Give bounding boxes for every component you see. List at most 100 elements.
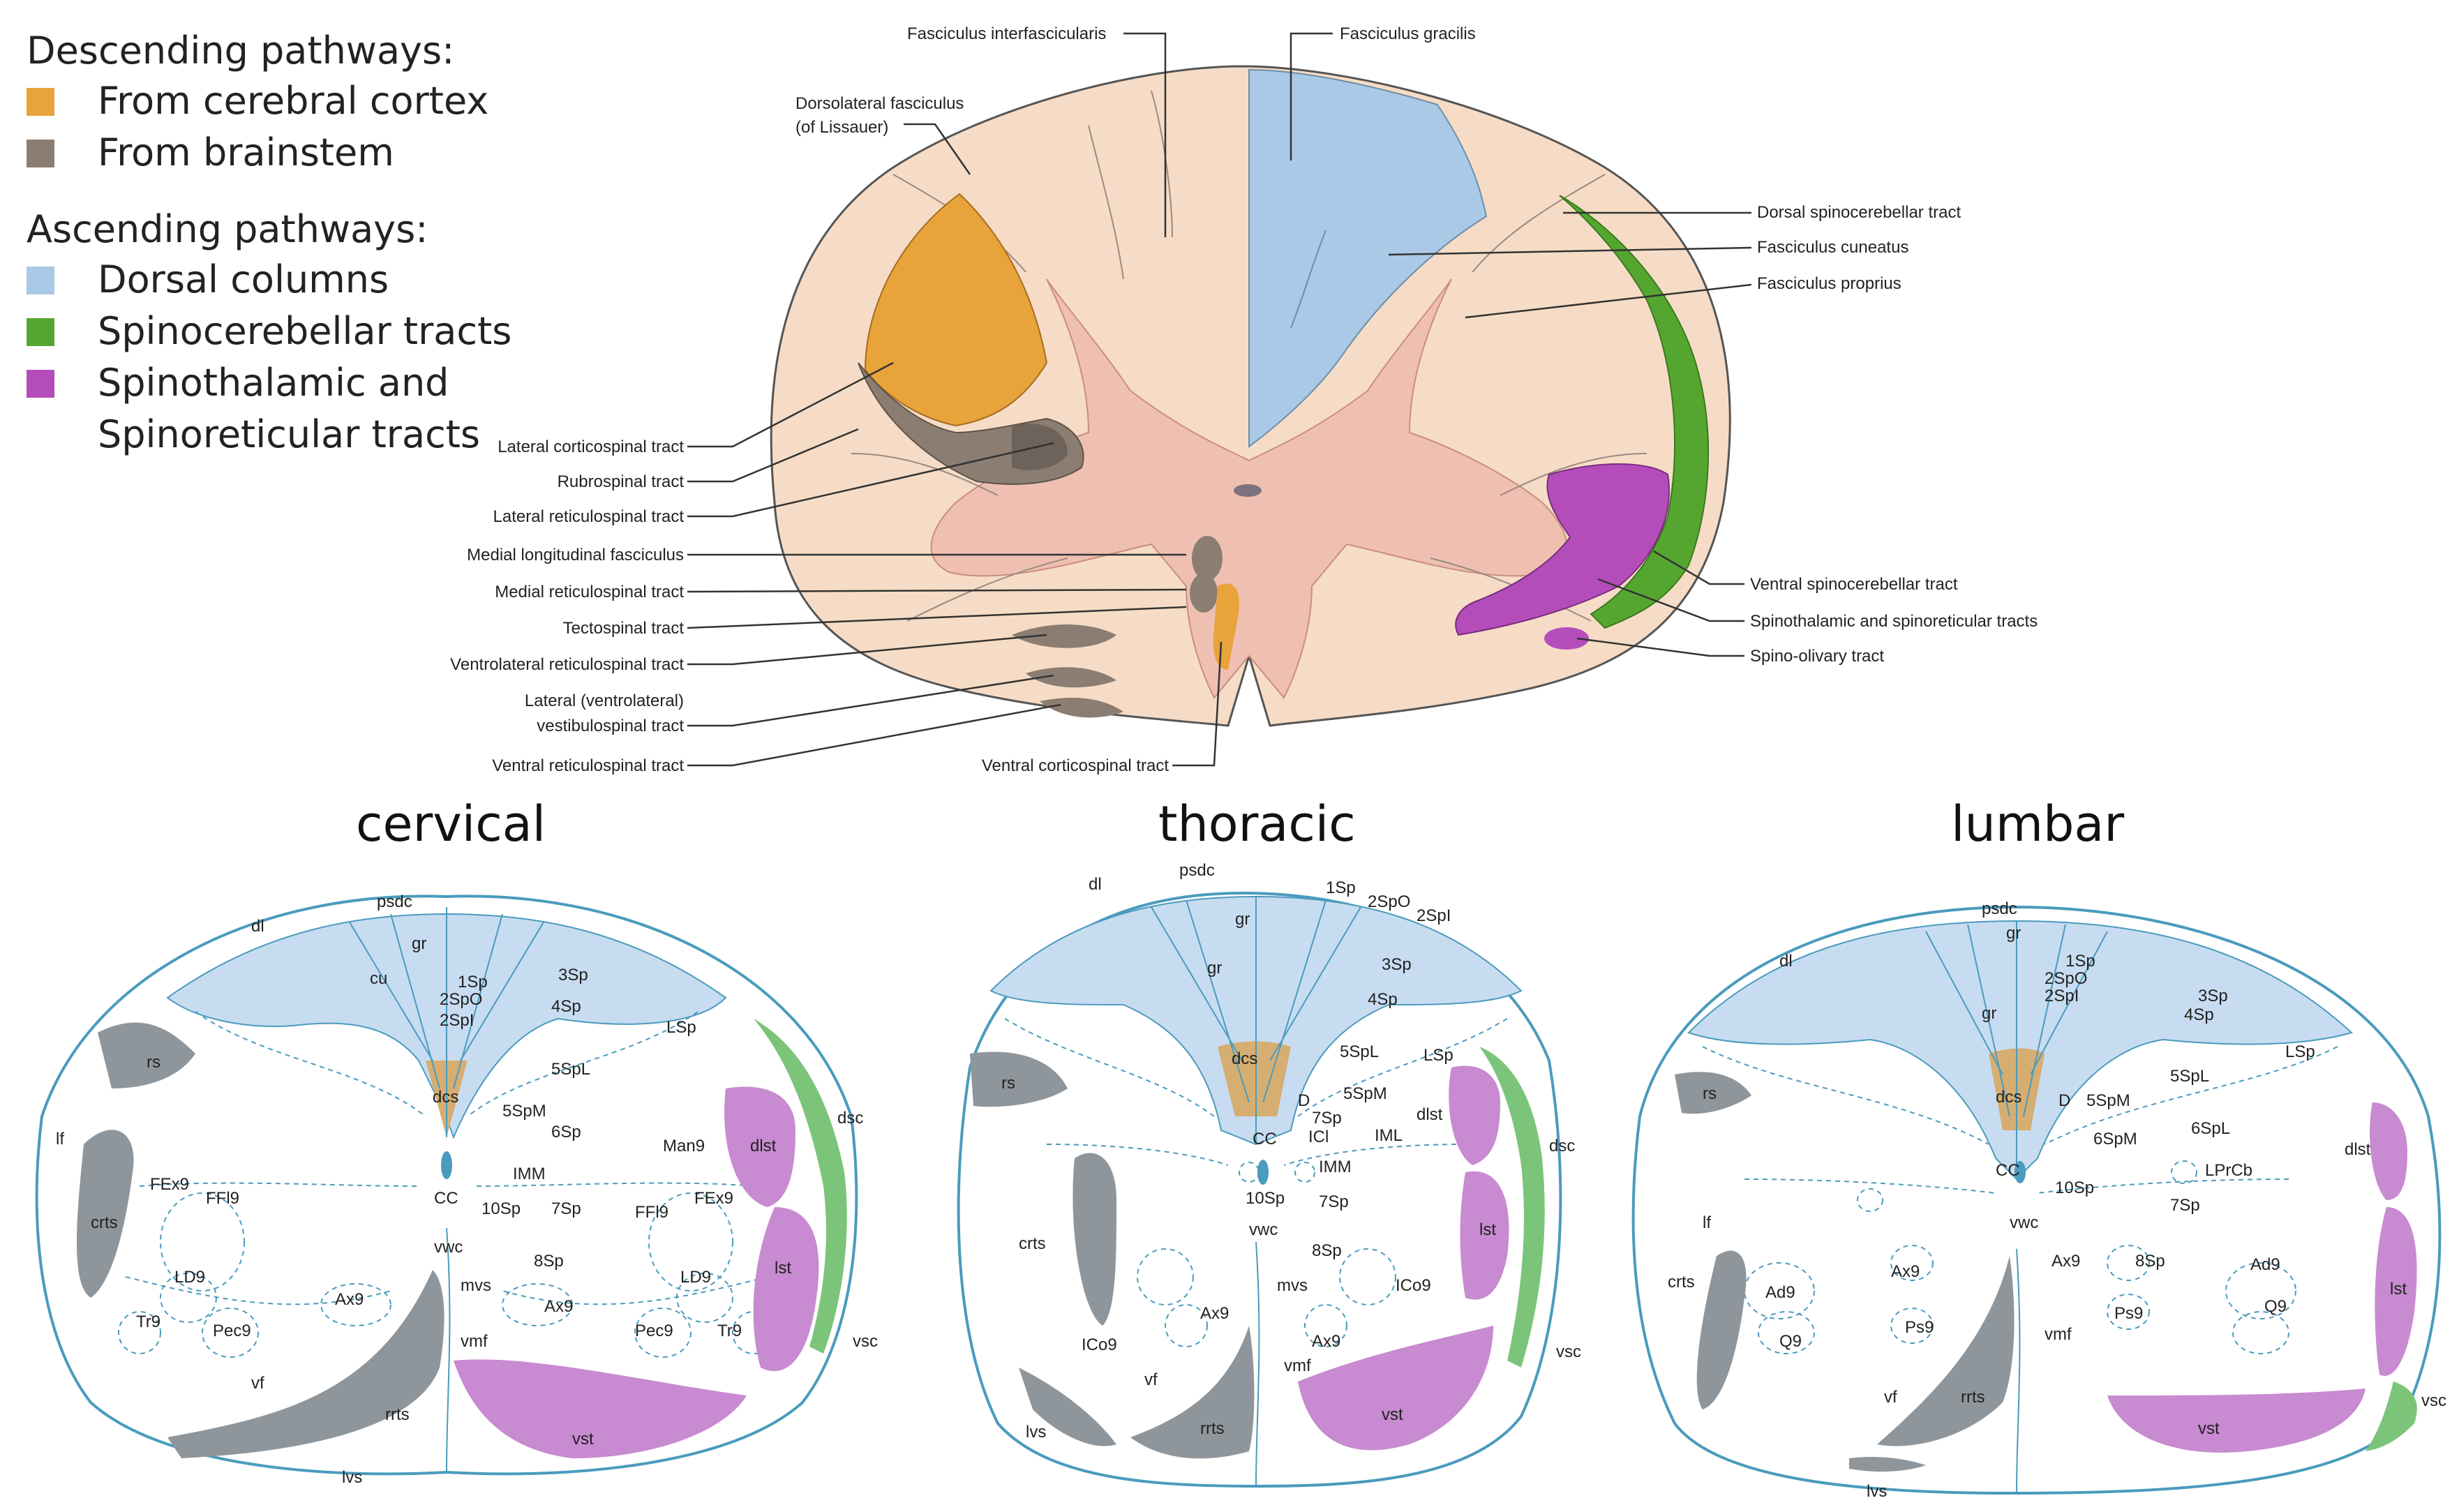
lumbar-label-2SpI: 2SpI bbox=[2045, 987, 2079, 1005]
cervical-label-LSp: LSp bbox=[666, 1018, 696, 1037]
cervical-label-vwc: vwc bbox=[434, 1238, 463, 1257]
cervical-label-10Sp: 10Sp bbox=[481, 1199, 521, 1218]
cervical-label-2SpI: 2SpI bbox=[440, 1011, 474, 1030]
cervical-label-cu: cu bbox=[370, 969, 387, 988]
lumbar-label-D: D bbox=[2058, 1091, 2070, 1110]
lumbar-label-Ps9-r: Ps9 bbox=[2114, 1304, 2143, 1323]
cervical-label-LD9-l: LD9 bbox=[174, 1268, 205, 1287]
lumbar-label-vwc: vwc bbox=[2010, 1213, 2038, 1232]
label-dorsolateral-1: Dorsolateral fasciculus bbox=[795, 94, 964, 113]
cervical-label-FFl9-l: FFl9 bbox=[206, 1189, 239, 1208]
legend-swatch-brainstem bbox=[27, 140, 54, 167]
lumbar-label-2SpO: 2SpO bbox=[2045, 969, 2087, 988]
lumbar-label-Ps9-l: Ps9 bbox=[1905, 1318, 1934, 1337]
thoracic-label-dsc: dsc bbox=[1549, 1137, 1575, 1155]
thoracic-label-rrts: rrts bbox=[1200, 1419, 1225, 1438]
lumbar-label-Q9-r: Q9 bbox=[2264, 1297, 2287, 1316]
thoracic-label-3Sp: 3Sp bbox=[1382, 955, 1412, 974]
thoracic-lvs bbox=[1019, 1368, 1116, 1446]
thoracic-cc bbox=[1257, 1160, 1269, 1185]
lumbar-label-7Sp: 7Sp bbox=[2170, 1196, 2200, 1215]
lumbar-label-dl: dl bbox=[1779, 952, 1793, 971]
lumbar-title: lumbar bbox=[1951, 795, 2125, 853]
thoracic-vst bbox=[1298, 1326, 1493, 1451]
cervical-label-vmf: vmf bbox=[461, 1332, 488, 1351]
lumbar-label-10Sp: 10Sp bbox=[2055, 1178, 2094, 1197]
legend-swatch-spinocerebellar bbox=[27, 318, 54, 346]
legend-swatch-spinothalamic bbox=[27, 370, 54, 398]
spinothalamic-region bbox=[1455, 463, 1670, 636]
legend-descending-title: Descending pathways: bbox=[27, 29, 455, 73]
cervical-label-5SpM: 5SpM bbox=[502, 1102, 546, 1121]
cervical-label-4Sp: 4Sp bbox=[551, 997, 581, 1016]
cervical-label-5SpL: 5SpL bbox=[551, 1060, 590, 1079]
cervical-label-rs: rs bbox=[147, 1053, 160, 1072]
legend-label-spinothalamic-cont: Spinoreticular tracts bbox=[98, 412, 481, 456]
legend-swatch-cortex bbox=[27, 88, 54, 116]
lumbar-label-4Sp: 4Sp bbox=[2184, 1005, 2214, 1024]
label-spino-olivary: Spino-olivary tract bbox=[1750, 647, 1884, 666]
cervical-cc bbox=[441, 1151, 452, 1179]
lumbar-label-vmf: vmf bbox=[2045, 1325, 2072, 1344]
lumbar-label-vf: vf bbox=[1884, 1388, 1897, 1407]
lumbar-label-8Sp: 8Sp bbox=[2135, 1252, 2165, 1271]
cervical-label-gr: gr bbox=[412, 934, 426, 953]
thoracic-label-ICo9-l: ICo9 bbox=[1082, 1335, 1117, 1354]
thoracic-label-psdc: psdc bbox=[1179, 861, 1215, 880]
legend: Descending pathways: From cerebral corte… bbox=[27, 27, 511, 461]
lumbar-label-psdc: psdc bbox=[1982, 899, 2017, 918]
lumbar-label-CC: CC bbox=[1996, 1161, 2020, 1180]
thoracic-label-5SpM: 5SpM bbox=[1343, 1084, 1387, 1103]
label-medial-longitudinal: Medial longitudinal fasciculus bbox=[467, 546, 684, 564]
cervical-label-6Sp: 6Sp bbox=[551, 1123, 581, 1142]
cervical-dlst bbox=[724, 1086, 795, 1207]
thoracic-label-D: D bbox=[1298, 1091, 1310, 1110]
cervical-label-Man9: Man9 bbox=[663, 1137, 705, 1155]
label-fasciculus-gracilis: Fasciculus gracilis bbox=[1340, 24, 1476, 43]
label-fasciculus-proprius: Fasciculus proprius bbox=[1757, 274, 1901, 293]
cervical-label-3Sp: 3Sp bbox=[558, 966, 588, 985]
lumbar-label-LSp: LSp bbox=[2285, 1042, 2315, 1061]
legend-item-cortex: From cerebral cortex bbox=[27, 75, 511, 127]
thoracic-label-IMM: IMM bbox=[1319, 1158, 1352, 1176]
cervical-label-2SpO: 2SpO bbox=[440, 990, 482, 1009]
lumbar-lst bbox=[2375, 1207, 2417, 1376]
label-tectospinal: Tectospinal tract bbox=[563, 619, 685, 638]
cervical-dsc bbox=[754, 1019, 847, 1354]
thoracic-label-mvs: mvs bbox=[1277, 1276, 1308, 1295]
main-cord: Fasciculus interfascicularis Fasciculus … bbox=[450, 24, 2038, 775]
thoracic-label-dlst: dlst bbox=[1417, 1105, 1443, 1124]
cervical-label-dcs: dcs bbox=[433, 1088, 458, 1107]
thoracic-label-LSp: LSp bbox=[1423, 1046, 1453, 1065]
ventrolateral-reticulospinal-region bbox=[1012, 624, 1116, 648]
legend-label-cortex: From cerebral cortex bbox=[98, 79, 489, 123]
cervical-label-vsc: vsc bbox=[853, 1332, 878, 1351]
cervical-label-CC: CC bbox=[434, 1189, 458, 1208]
label-ventral-reticulospinal: Ventral reticulospinal tract bbox=[492, 756, 684, 775]
thoracic-label-5SpL: 5SpL bbox=[1340, 1042, 1379, 1061]
legend-label-spinocerebellar: Spinocerebellar tracts bbox=[98, 309, 512, 353]
legend-item-dorsal: Dorsal columns bbox=[27, 254, 511, 306]
thoracic-label-dl: dl bbox=[1089, 875, 1102, 894]
thoracic-label-2SpI: 2SpI bbox=[1417, 906, 1451, 925]
lumbar-label-gr-top: gr bbox=[2006, 924, 2021, 943]
label-rubrospinal: Rubrospinal tract bbox=[558, 472, 685, 491]
cervical-label-dlst: dlst bbox=[750, 1137, 777, 1155]
lumbar-vsc bbox=[2365, 1382, 2417, 1451]
cervical-rs bbox=[98, 1022, 195, 1088]
label-lateral-vestibulospinal-2: vestibulospinal tract bbox=[537, 717, 684, 735]
medial-reticulospinal-region bbox=[1190, 574, 1218, 613]
cervical-label-dsc: dsc bbox=[837, 1109, 863, 1128]
thoracic-label-dcs: dcs bbox=[1232, 1049, 1257, 1068]
lumbar-label-crts: crts bbox=[1668, 1273, 1695, 1292]
lumbar-label-vst: vst bbox=[2198, 1419, 2220, 1438]
thoracic-dlst bbox=[1449, 1065, 1500, 1165]
cervical-label-crts: crts bbox=[91, 1213, 118, 1232]
cervical-label-Ax9-r: Ax9 bbox=[544, 1297, 573, 1316]
legend-swatch-dorsal bbox=[27, 267, 54, 294]
spino-olivary-region bbox=[1544, 627, 1589, 650]
lateral-corticospinal-region bbox=[864, 193, 1048, 427]
legend-item-brainstem: From brainstem bbox=[27, 127, 511, 179]
cervical-label-Pec9-l: Pec9 bbox=[213, 1322, 251, 1340]
